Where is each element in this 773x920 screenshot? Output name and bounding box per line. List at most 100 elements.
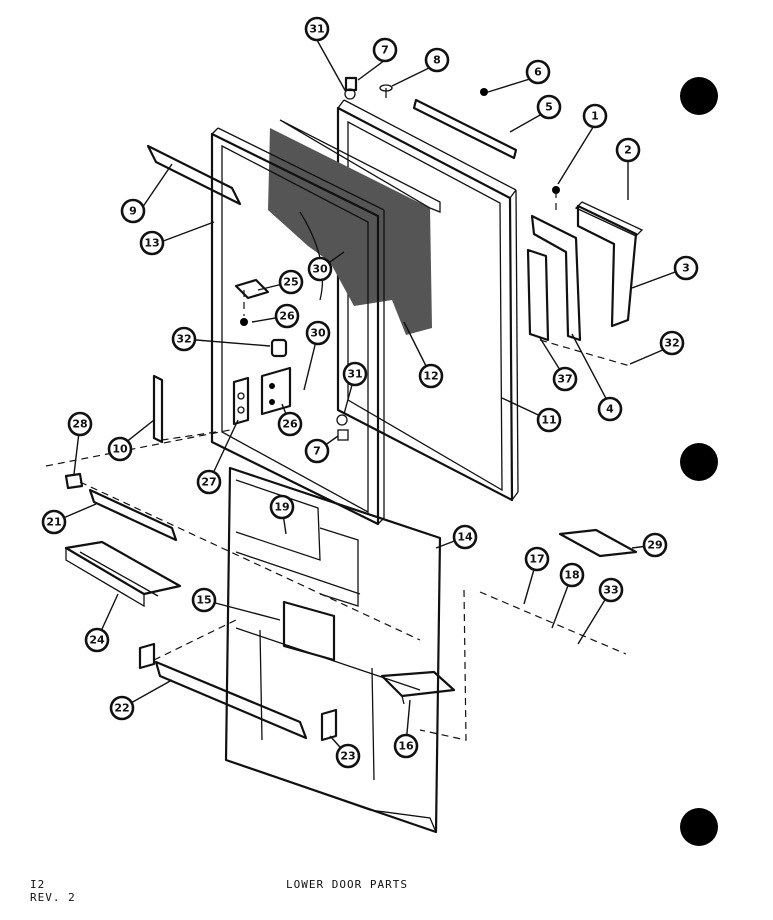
svg-text:9: 9	[129, 205, 137, 218]
svg-text:13: 13	[144, 237, 159, 250]
svg-text:6: 6	[534, 66, 542, 79]
callout-12: 12	[418, 363, 444, 389]
callout-9: 9	[120, 198, 146, 224]
binder-hole-bottom	[680, 808, 718, 846]
callout-7-top: 7	[372, 37, 398, 63]
callout-4: 4	[597, 396, 623, 422]
callout-7-lower: 7	[304, 438, 330, 464]
assembly-lines	[45, 190, 631, 741]
svg-text:28: 28	[72, 418, 87, 431]
svg-text:33: 33	[603, 584, 618, 597]
revision-label: REV. 2	[30, 891, 76, 904]
callout-8: 8	[424, 47, 450, 73]
callout-28: 28	[67, 411, 93, 437]
egg-tray	[64, 540, 182, 608]
end-cap	[64, 472, 84, 490]
svg-text:25: 25	[283, 276, 298, 289]
callout-26-upper: 26	[274, 303, 300, 329]
door-outer-panel	[336, 99, 519, 502]
callout-13: 13	[139, 230, 165, 256]
svg-text:7: 7	[313, 445, 321, 458]
callout-1: 1	[582, 103, 608, 129]
svg-text:23: 23	[340, 750, 355, 763]
svg-text:26: 26	[282, 418, 298, 431]
svg-text:27: 27	[201, 476, 216, 489]
callout-6: 6	[525, 59, 551, 85]
callout-16: 16	[393, 733, 419, 759]
top-cap	[412, 98, 518, 160]
svg-text:10: 10	[112, 443, 128, 456]
svg-text:17: 17	[529, 553, 544, 566]
callout-5: 5	[536, 94, 562, 120]
callout-19: 19	[269, 494, 295, 520]
svg-text:32: 32	[664, 337, 679, 350]
svg-text:30: 30	[312, 263, 328, 276]
callout-2: 2	[615, 137, 641, 163]
callout-37: 37	[552, 366, 578, 392]
svg-text:8: 8	[433, 54, 441, 67]
door-liner	[224, 466, 442, 834]
svg-text:21: 21	[46, 516, 61, 529]
svg-text:15: 15	[196, 594, 211, 607]
callout-26-lower: 26	[277, 411, 303, 437]
svg-text:2: 2	[624, 144, 632, 157]
svg-text:24: 24	[89, 634, 105, 647]
callout-30-upper: 30	[307, 256, 333, 282]
svg-text:19: 19	[274, 501, 289, 514]
callout-29: 29	[642, 532, 668, 558]
svg-text:30: 30	[310, 327, 326, 340]
callout-3: 3	[673, 255, 699, 281]
page-code: I2	[30, 878, 46, 891]
callout-27: 27	[196, 469, 222, 495]
callout-15: 15	[191, 587, 217, 613]
callout-21: 21	[41, 509, 67, 535]
callout-17: 17	[524, 546, 550, 572]
foam-insulation	[268, 119, 441, 335]
svg-text:3: 3	[682, 262, 690, 275]
leader-lines	[53, 39, 687, 757]
svg-text:7: 7	[381, 44, 389, 57]
svg-text:22: 22	[114, 702, 129, 715]
svg-text:4: 4	[606, 403, 614, 416]
side-strip	[152, 374, 164, 444]
diagram-title: LOWER DOOR PARTS	[286, 878, 408, 891]
shelf-bar-lower	[154, 660, 308, 740]
binder-hole-top	[680, 77, 718, 115]
shelf-pad	[558, 528, 638, 558]
callout-32-right: 32	[659, 330, 685, 356]
svg-text:31: 31	[347, 368, 362, 381]
svg-text:1: 1	[591, 110, 599, 123]
callout-32-left: 32	[171, 326, 197, 352]
svg-text:16: 16	[398, 740, 414, 753]
top-trim-strip	[146, 144, 242, 206]
callout-24: 24	[84, 627, 110, 653]
callout-22: 22	[109, 695, 135, 721]
svg-text:26: 26	[279, 310, 295, 323]
shelf-bar-upper	[88, 488, 178, 542]
callout-33: 33	[598, 577, 624, 603]
svg-text:12: 12	[423, 370, 438, 383]
callout-30-lower: 30	[305, 320, 331, 346]
svg-text:37: 37	[557, 373, 572, 386]
svg-text:18: 18	[564, 569, 579, 582]
door-frame	[210, 127, 385, 526]
svg-text:5: 5	[545, 101, 553, 114]
callout-23: 23	[335, 743, 361, 769]
binder-hole-middle	[680, 443, 718, 481]
callout-14: 14	[452, 524, 478, 550]
callout-10: 10	[107, 436, 133, 462]
svg-text:14: 14	[457, 531, 473, 544]
shelf-clip-left	[138, 642, 156, 670]
callout-18: 18	[559, 562, 585, 588]
callout-31-lower: 31	[342, 361, 368, 387]
small-bin	[380, 670, 456, 705]
svg-text:31: 31	[309, 23, 324, 36]
hinge-assembly	[526, 186, 644, 342]
svg-text:29: 29	[647, 539, 662, 552]
callout-31-top: 31	[304, 16, 330, 42]
svg-text:32: 32	[176, 333, 191, 346]
callout-11: 11	[536, 407, 562, 433]
bracket	[320, 708, 338, 742]
svg-text:11: 11	[541, 414, 556, 427]
